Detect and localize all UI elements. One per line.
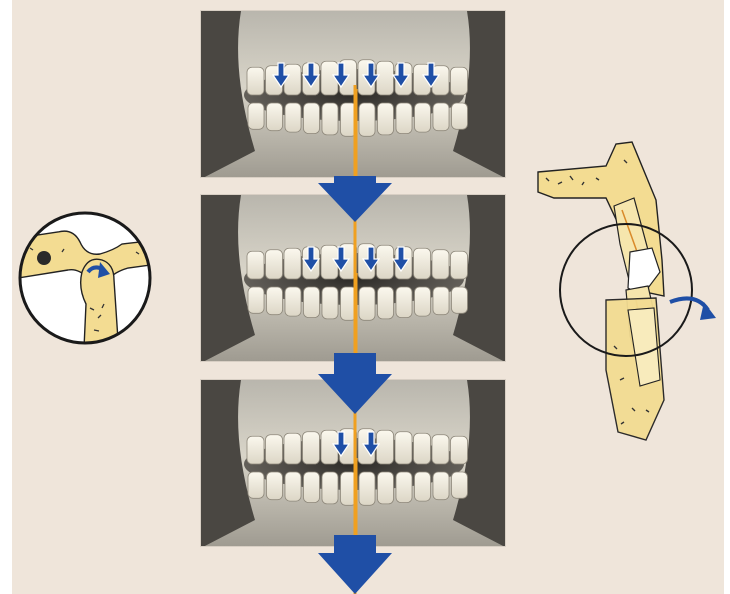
temporomandibular-joint-icon <box>18 208 156 348</box>
upper-tooth <box>451 67 468 95</box>
lower-tooth <box>359 103 375 136</box>
upper-tooth <box>414 248 431 279</box>
upper-tooth <box>377 430 394 464</box>
upper-tooth <box>414 433 431 464</box>
lower-tooth <box>415 472 431 501</box>
lower-tooth <box>267 287 283 315</box>
tooth-root-section-icon <box>536 140 726 450</box>
lower-tooth <box>396 472 412 503</box>
upper-tooth <box>451 251 468 279</box>
lower-tooth <box>304 103 320 134</box>
upper-tooth <box>266 435 283 464</box>
lower-tooth <box>378 103 394 135</box>
dentition-panel-2 <box>200 194 506 362</box>
lower-tooth <box>396 103 412 134</box>
upper-tooth <box>451 436 468 464</box>
lower-tooth <box>304 287 320 318</box>
lower-tooth <box>322 287 338 319</box>
lower-tooth <box>285 472 301 501</box>
dentition-panel-1 <box>200 10 506 178</box>
lower-tooth <box>433 103 449 131</box>
lower-tooth <box>248 287 264 313</box>
lower-tooth <box>248 103 264 129</box>
lower-tooth <box>415 287 431 316</box>
upper-tooth <box>432 250 449 279</box>
lower-tooth <box>452 287 468 313</box>
upper-tooth <box>395 432 412 464</box>
upper-tooth <box>377 245 394 279</box>
lower-tooth <box>452 472 468 498</box>
lower-tooth <box>396 287 412 318</box>
lower-tooth <box>415 103 431 132</box>
lower-tooth <box>304 472 320 503</box>
lower-tooth <box>359 472 375 505</box>
lower-tooth <box>341 472 357 505</box>
teeth-illustration-1 <box>201 11 506 178</box>
lower-tooth <box>359 287 375 320</box>
teeth-illustration-2 <box>201 195 506 362</box>
lower-tooth <box>378 472 394 504</box>
upper-tooth <box>377 61 394 95</box>
dentition-panel-3 <box>200 379 506 547</box>
upper-tooth <box>247 67 264 95</box>
lower-tooth <box>285 287 301 316</box>
lower-tooth <box>341 103 357 136</box>
lower-tooth <box>433 287 449 315</box>
lower-tooth <box>341 287 357 320</box>
lower-tooth <box>285 103 301 132</box>
lower-tooth <box>267 103 283 131</box>
upper-tooth <box>284 248 301 279</box>
upper-tooth <box>284 433 301 464</box>
lower-tooth <box>322 103 338 135</box>
lower-tooth <box>248 472 264 498</box>
teeth-illustration-3 <box>201 380 506 547</box>
lower-tooth <box>433 472 449 500</box>
upper-tooth <box>266 250 283 279</box>
upper-tooth <box>432 435 449 464</box>
lower-tooth <box>322 472 338 504</box>
upper-tooth <box>247 436 264 464</box>
upper-tooth <box>247 251 264 279</box>
lower-tooth <box>378 287 394 319</box>
lower-tooth <box>267 472 283 500</box>
upper-tooth <box>303 432 320 464</box>
lower-tooth <box>452 103 468 129</box>
